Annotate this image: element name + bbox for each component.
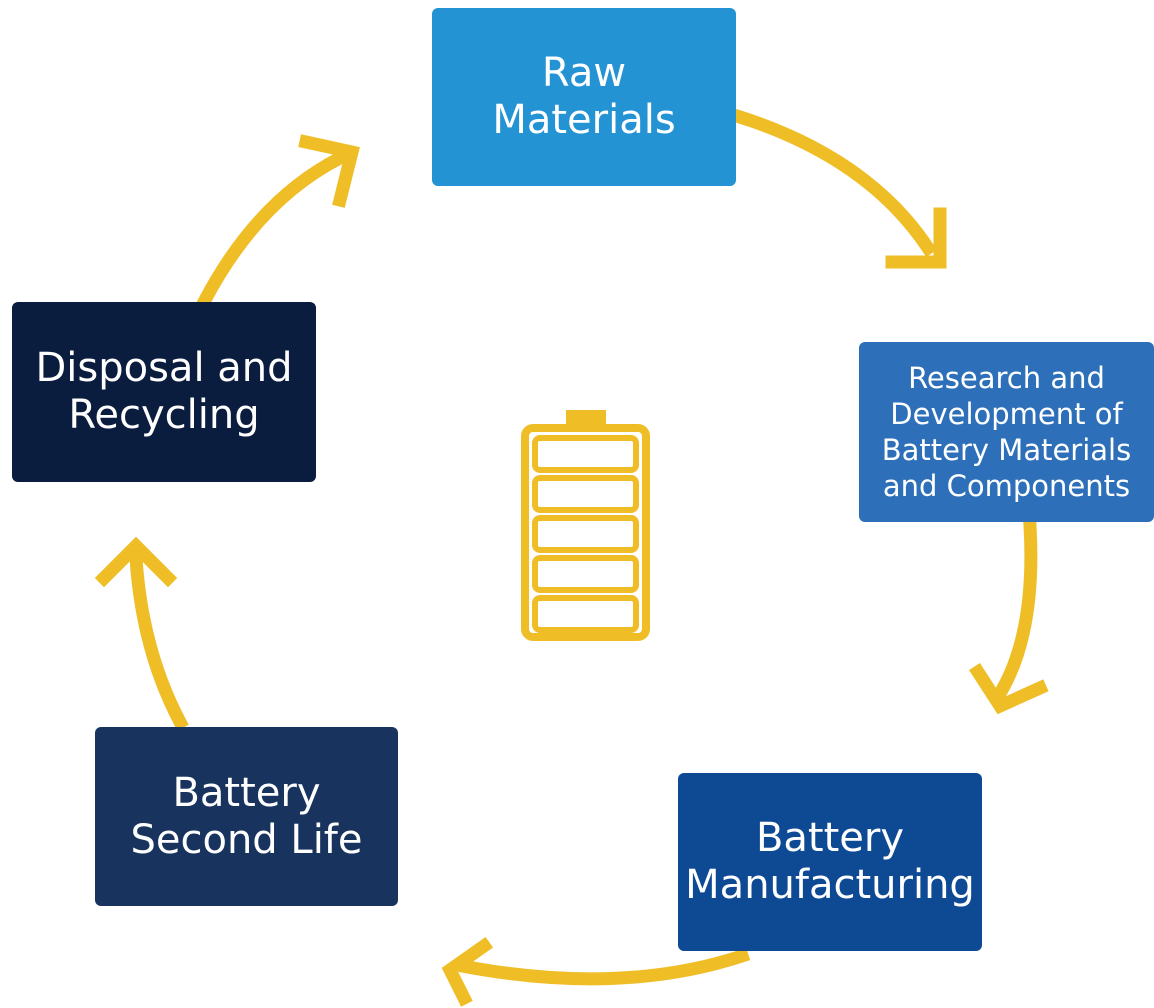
arrowhead-mfg-to-second	[441, 936, 494, 1007]
stage-disposal-recycling-label: Disposal and Recycling	[35, 345, 293, 438]
arrow-second-to-disposal	[129, 551, 189, 731]
arrow-mfg-to-second	[454, 947, 751, 986]
battery-icon	[521, 410, 650, 641]
stage-raw-materials-label: Raw Materials	[492, 50, 676, 143]
arrow-rnd-to-mfg	[993, 519, 1038, 699]
arrowhead-rnd-to-mfg	[969, 663, 1049, 715]
stage-raw-materials: Raw Materials	[432, 8, 736, 186]
stage-battery-manufacturing: Battery Manufacturing	[678, 773, 982, 951]
arrow-disposal-to-raw	[196, 149, 349, 309]
stage-battery-manufacturing-label: Battery Manufacturing	[685, 815, 975, 908]
stage-research-development-label: Research and Development of Battery Mate…	[881, 360, 1132, 504]
stage-battery-second-life-label: Battery Second Life	[130, 769, 363, 863]
arrowhead-raw-to-rnd	[885, 207, 947, 269]
stage-battery-second-life: Battery Second Life	[95, 727, 398, 906]
stage-research-development: Research and Development of Battery Mate…	[859, 342, 1154, 522]
stage-disposal-recycling: Disposal and Recycling	[12, 302, 316, 482]
arrowhead-disposal-to-raw	[298, 134, 360, 208]
arrow-raw-to-rnd	[731, 108, 938, 258]
arrowhead-second-to-disposal	[94, 536, 178, 588]
